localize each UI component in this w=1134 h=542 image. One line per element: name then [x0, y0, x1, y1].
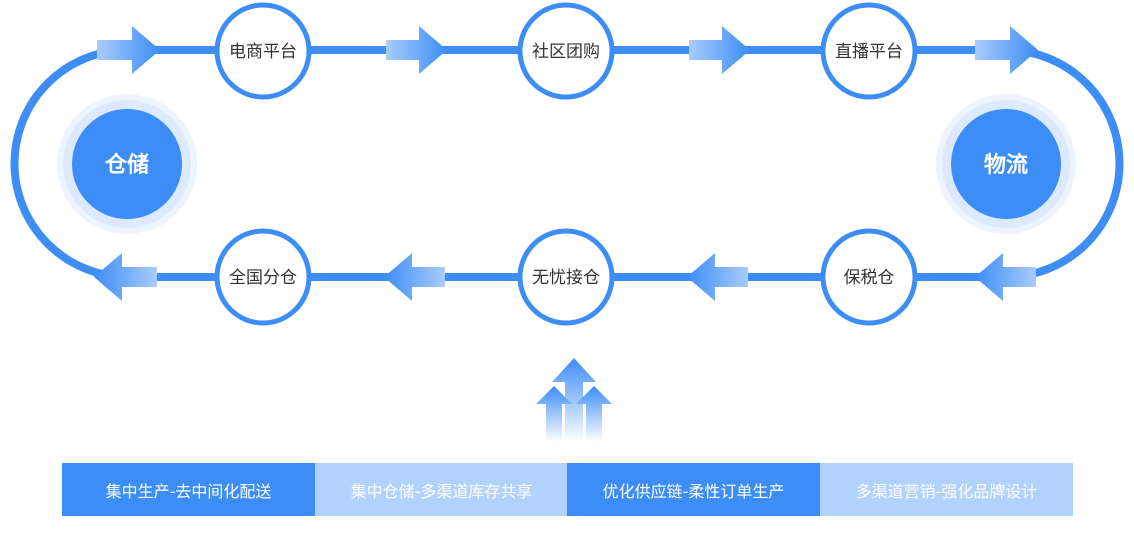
capability-centralized-storage: 集中仓储-多渠道库存共享	[315, 463, 568, 516]
arrow-right-icon	[689, 26, 750, 74]
arrow-left-icon	[94, 253, 157, 301]
arrow-right-icon	[386, 26, 447, 74]
up-arrows-icon	[536, 358, 612, 442]
node-national-warehouse: 全国分仓	[214, 228, 312, 326]
node-label: 直播平台	[835, 42, 903, 62]
hub-label-logistics: 物流	[984, 152, 1028, 178]
node-community-group-buying: 社区团购	[517, 2, 615, 100]
arrow-right-icon	[97, 26, 160, 74]
capability-centralized-production: 集中生产-去中间化配送	[62, 463, 315, 516]
node-live-streaming-platform: 直播平台	[820, 2, 918, 100]
node-label: 全国分仓	[229, 268, 297, 288]
capability-multichannel-marketing: 多渠道营销-强化品牌设计	[820, 463, 1073, 516]
hub-right: 物流	[936, 94, 1076, 234]
node-label: 保税仓	[844, 268, 895, 288]
node-label: 电商平台	[229, 42, 297, 62]
node-bonded-warehouse: 保税仓	[820, 228, 918, 326]
arrow-right-icon	[975, 26, 1038, 74]
capability-supply-chain-optimization: 优化供应链-柔性订单生产	[567, 463, 820, 516]
node-label: 社区团购	[532, 42, 600, 62]
node-ecommerce-platform: 电商平台	[214, 2, 312, 100]
arrow-left-icon	[975, 253, 1036, 301]
hub-label-warehouse: 仓储	[104, 152, 149, 178]
track-arrows	[94, 26, 1038, 301]
arrow-left-icon	[687, 253, 748, 301]
arrow-left-icon	[384, 253, 445, 301]
hub-left: 仓储	[57, 94, 197, 234]
node-label: 无忧接仓	[532, 268, 600, 288]
node-worry-free-warehouse: 无忧接仓	[517, 228, 615, 326]
